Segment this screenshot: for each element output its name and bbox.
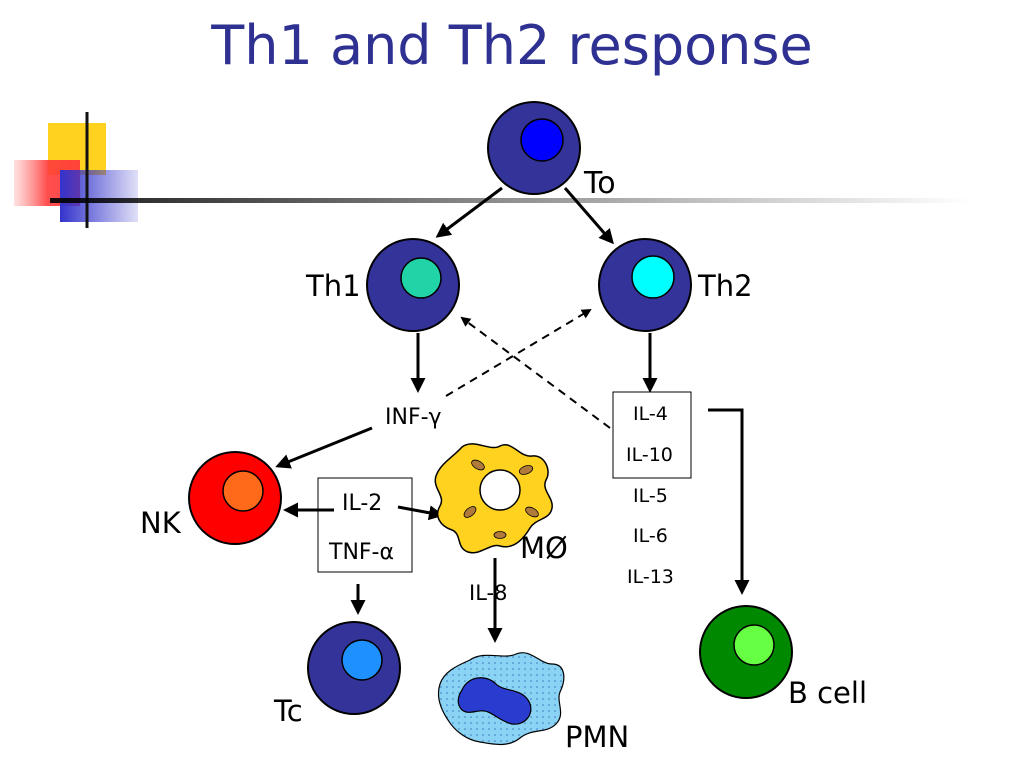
il5-label: IL-5 [633,485,668,507]
nk-cell [188,451,282,545]
th2-cell [598,238,692,332]
il4-label: IL-4 [633,403,668,425]
nk-label: NK [140,506,182,540]
il6-label: IL-6 [633,525,668,547]
macrophage-label: MØ [520,531,568,565]
tc-label: Tc [273,694,303,728]
th1-cell [366,238,460,332]
th1-label: Th1 [305,269,361,303]
arrow-il-to-bcell [708,408,750,595]
il2-label: IL-2 [342,491,382,516]
dashed-arrow-inf-to-th2 [445,308,592,397]
to-label: To [583,166,616,201]
tc-cell [307,621,401,715]
th2-label: Th2 [697,269,753,303]
il4-il10-box [612,391,692,479]
inf-gamma-label: INF-γ [385,405,442,430]
dashed-arrow-il-to-th1 [460,316,611,429]
il8-label: IL-8 [469,581,507,605]
il2-tnf-box [317,477,413,573]
macrophage-cell [434,443,553,554]
arrow-to-th2 [563,187,614,245]
to-cell [487,101,581,195]
arrow-box-to-macrophage [397,505,444,521]
arrow-to-th1 [435,186,503,238]
corner-decoration [14,112,970,228]
bcell-label: B cell [788,676,867,710]
tnf-alpha-label: TNF-α [328,540,394,565]
bcell [699,605,793,699]
il10-label: IL-10 [626,444,673,466]
slide-title: Th1 and Th2 response [211,14,813,77]
pmn-cell [437,652,565,746]
pmn-label: PMN [565,720,629,754]
il13-label: IL-13 [627,566,674,588]
arrow-inf-to-nk [275,426,373,469]
